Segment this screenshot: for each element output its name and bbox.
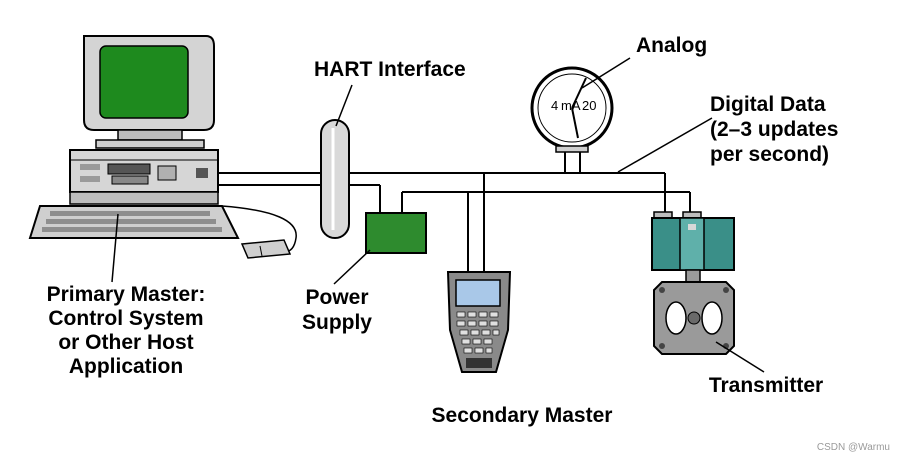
label-hart-interface: HART Interface xyxy=(314,58,466,81)
label-secondary-master: Secondary Master xyxy=(432,404,613,427)
keyboard-icon xyxy=(28,205,240,239)
power-supply-icon xyxy=(365,212,427,254)
label-primary-master-line-2: Control System xyxy=(48,307,203,330)
label-power-supply-line-1: Power xyxy=(305,286,368,309)
label-digital-data-line-2: (2–3 updates xyxy=(710,118,838,141)
label-power-supply-line-2: Supply xyxy=(302,311,372,334)
leader-lines xyxy=(111,57,765,373)
label-primary-master-line-4: Application xyxy=(69,355,183,378)
label-digital-data-line-1: Digital Data xyxy=(710,93,826,116)
computer-icon xyxy=(69,35,219,205)
label-digital-data-line-3: per second) xyxy=(710,143,829,166)
handheld-communicator-icon xyxy=(446,271,512,373)
label-transmitter: Transmitter xyxy=(709,374,823,397)
gauge-unit: mA xyxy=(561,98,581,113)
analog-gauge-icon: 4 mA 20 xyxy=(530,66,614,153)
label-primary-master-line-1: Primary Master: xyxy=(47,283,206,306)
hart-interface-icon xyxy=(320,119,350,239)
transmitter-icon xyxy=(651,211,735,355)
wiring xyxy=(218,150,691,278)
monitor-screen xyxy=(99,45,189,119)
gauge-right-value: 20 xyxy=(582,98,596,113)
watermark: CSDN @Warmu xyxy=(817,442,890,453)
gauge-left-value: 4 xyxy=(551,98,558,113)
label-primary-master-line-3: or Other Host xyxy=(58,331,193,354)
label-analog: Analog xyxy=(636,34,707,57)
mouse-icon xyxy=(221,205,297,259)
